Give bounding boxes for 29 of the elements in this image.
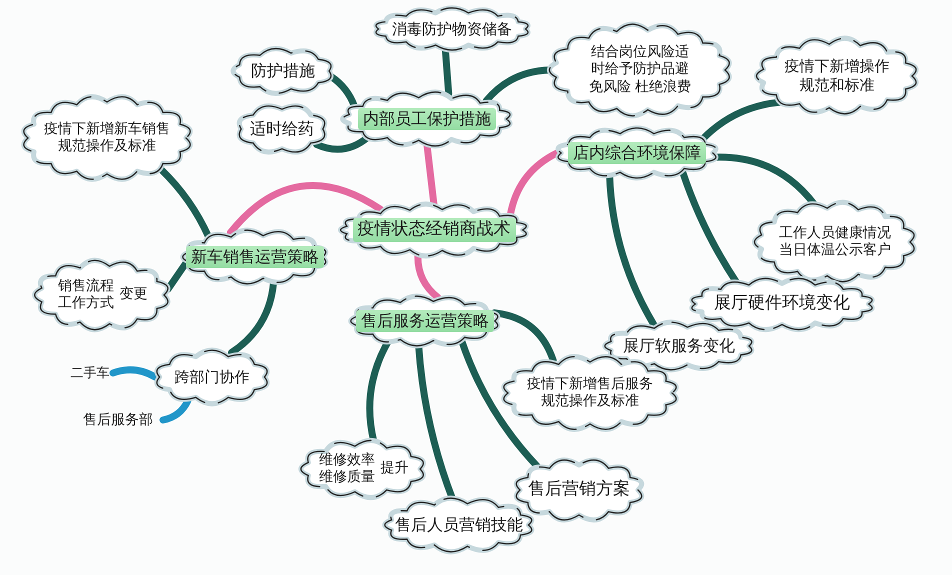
topic-label: 售后服务运营策略 bbox=[356, 310, 494, 332]
node-text: 工作人员健康情况当日体温公示客户 bbox=[778, 224, 892, 260]
node-text: 疫情下新增操作规范和标准 bbox=[784, 57, 890, 95]
node-text: 展厅软服务变化 bbox=[623, 336, 735, 356]
branch-line bbox=[226, 182, 384, 236]
topic-label: 店内综合环境保障 bbox=[568, 142, 706, 164]
node-text: 跨部门协作 bbox=[174, 368, 250, 386]
node-text: 适时给药 bbox=[250, 119, 314, 139]
node-text: 销售流程工作方式 bbox=[56, 278, 115, 312]
topic-label: 内部员工保护措施 bbox=[358, 108, 496, 130]
node-text: 售后服务部 bbox=[76, 408, 160, 432]
topic-label: 新车销售运营策略 bbox=[186, 246, 324, 268]
node-text: 疫情下新增售后服务规范操作及标准 bbox=[526, 376, 654, 410]
topic-label: 疫情状态经销商战术 bbox=[352, 218, 516, 242]
node-text: 售后营销方案 bbox=[528, 479, 630, 501]
cloud-bubble bbox=[336, 200, 532, 260]
branch-line bbox=[110, 366, 158, 380]
node-text: 疫情下新增新车销售规范操作及标准 bbox=[42, 120, 171, 156]
node-text: 二手车 bbox=[70, 362, 110, 384]
cloud-bubble bbox=[545, 20, 735, 120]
node-text: 售后人员营销技能 bbox=[395, 515, 523, 535]
node-text: 结合岗位风险适时给予防护品避免风险 杜绝浪费 bbox=[588, 44, 692, 96]
node-text: 防护措施 bbox=[251, 61, 315, 81]
node-text: 变更 bbox=[119, 286, 148, 304]
node-text: 维修效率维修质量 bbox=[318, 452, 376, 486]
node-text: 消毒防护物资储备 bbox=[392, 20, 512, 38]
node-text: 提升 bbox=[380, 460, 408, 478]
branch-line bbox=[491, 309, 557, 364]
node-text: 展厅硬件环境变化 bbox=[714, 293, 850, 315]
